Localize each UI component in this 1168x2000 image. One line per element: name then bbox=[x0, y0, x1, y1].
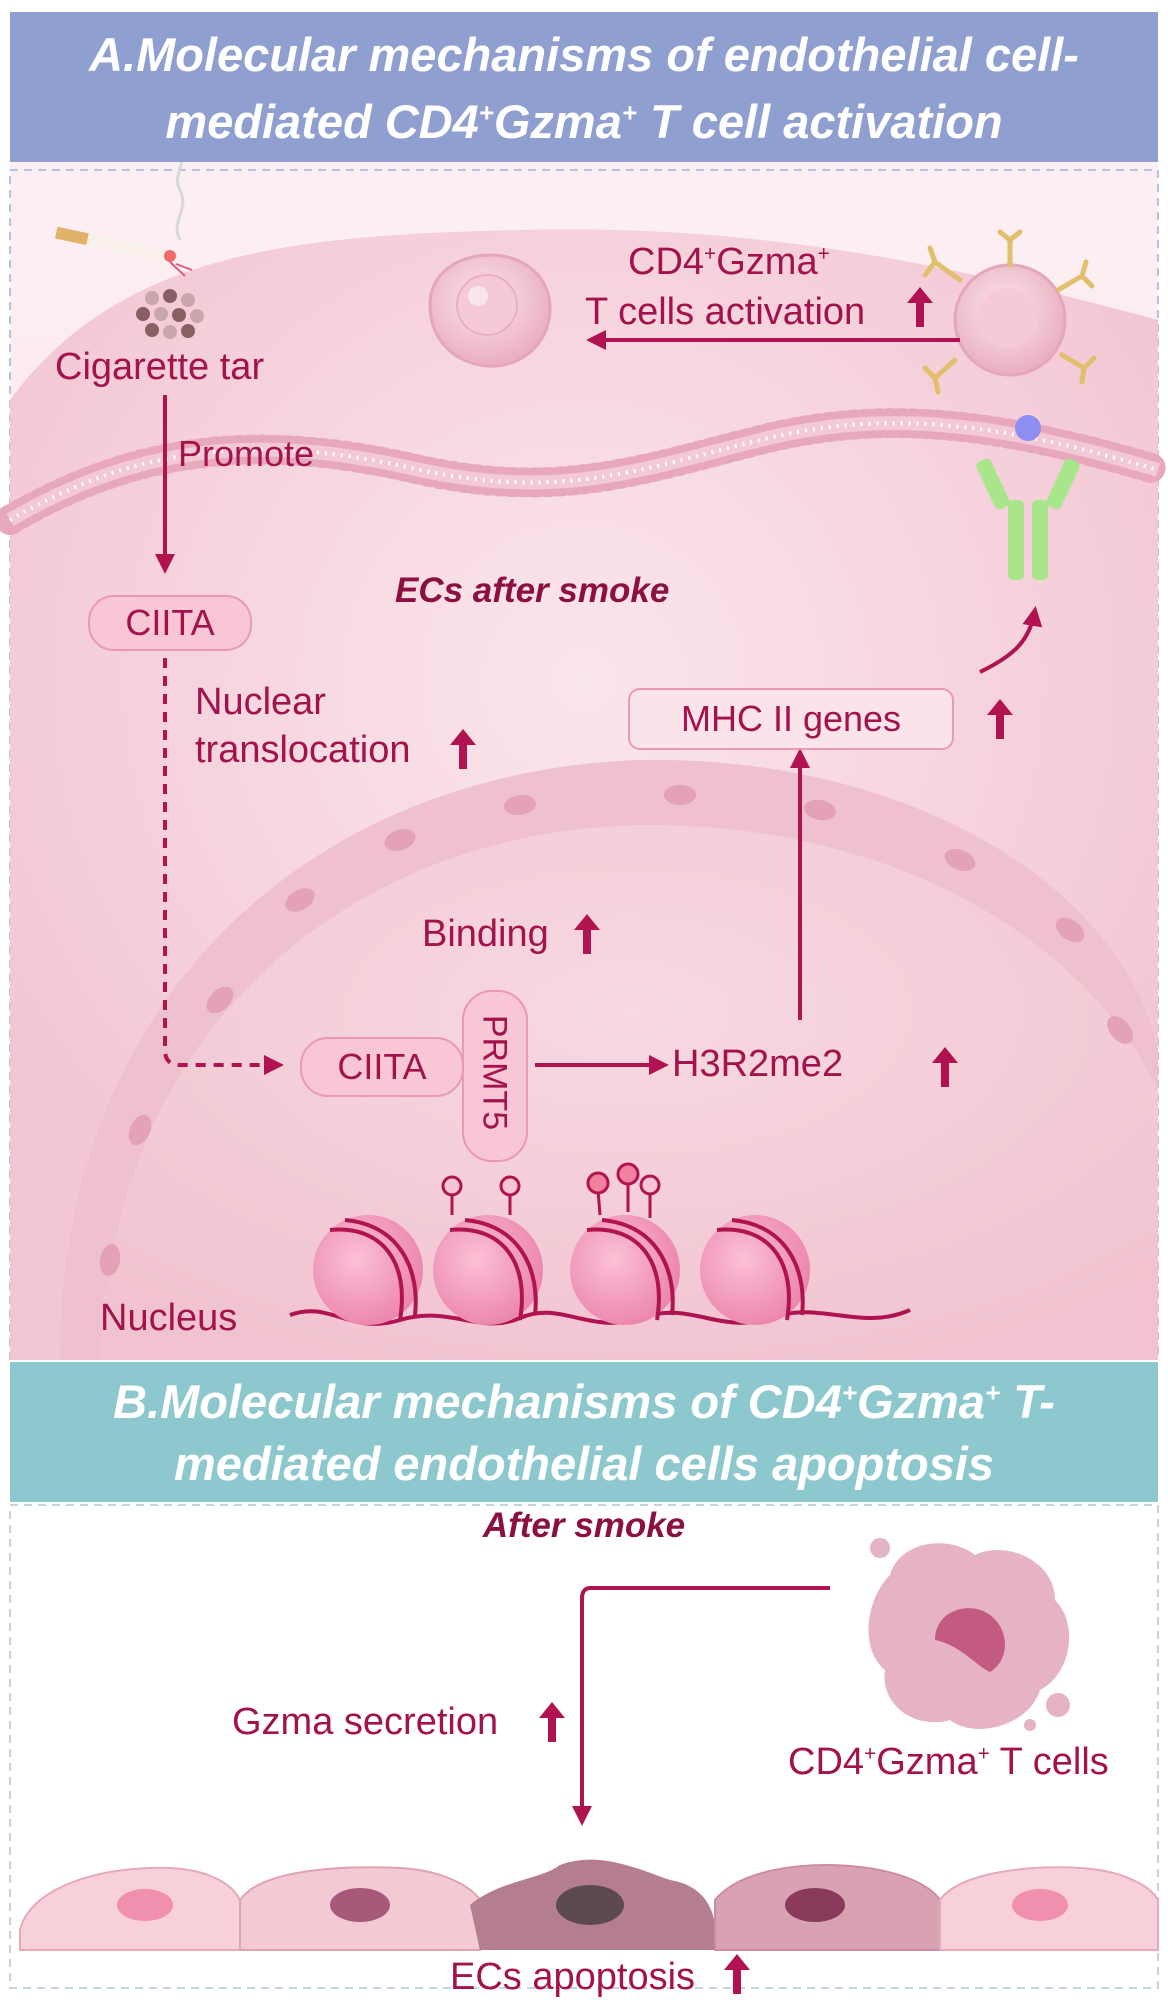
ciita-nuclear-box: CIITA bbox=[300, 1037, 464, 1097]
panel-b-title-line2: mediated endothelial cells apoptosis bbox=[173, 1437, 995, 1490]
endothelial-cell-icon bbox=[19, 1859, 1159, 1951]
up-arrow-icon-gzma-secretion bbox=[539, 1702, 565, 1742]
panel-a-title-line2: mediated CD4+Gzma+ T cell activation bbox=[165, 95, 1003, 148]
t-cell-icon bbox=[428, 253, 552, 368]
activated-t-cell-icon bbox=[922, 229, 1097, 395]
cd4-gzma-t-cells-label: CD4+Gzma+ T cells bbox=[788, 1741, 1109, 1783]
up-arrow-icon-h3r2me2 bbox=[932, 1047, 958, 1087]
cigarette-tar-label: Cigarette tar bbox=[55, 346, 265, 388]
apoptotic-cell-icon bbox=[868, 1538, 1070, 1731]
nuclear-pores bbox=[99, 785, 1133, 1276]
mhc-genes-box: MHC II genes bbox=[628, 688, 954, 750]
ecs-apoptosis-label: ECs apoptosis bbox=[450, 1956, 696, 1998]
mhc-receptor-icon bbox=[976, 415, 1080, 580]
h3r2me2-label: H3R2me2 bbox=[672, 1043, 844, 1085]
cell-membrane-tails bbox=[8, 421, 1159, 522]
up-arrow-icon-binding bbox=[574, 914, 600, 954]
nucleus-label: Nucleus bbox=[100, 1297, 238, 1339]
nuclear-label: Nuclear bbox=[195, 681, 326, 723]
panel-b-title-bar bbox=[10, 1362, 1158, 1502]
after-smoke-label: After smoke bbox=[482, 1506, 686, 1545]
ecs-after-smoke-label: ECs after smoke bbox=[395, 571, 670, 610]
cigarette-icon bbox=[54, 151, 193, 277]
up-arrow-icon-apoptosis bbox=[724, 1954, 750, 1994]
panel-a-title-bar bbox=[10, 12, 1158, 162]
up-arrow-icon-mhc bbox=[987, 699, 1013, 739]
prmt5-box bbox=[462, 990, 528, 1162]
t-cells-activation-label: T cells activation bbox=[585, 291, 866, 333]
gzma-secretion-label: Gzma secretion bbox=[232, 1701, 499, 1743]
translocation-label: translocation bbox=[195, 729, 411, 771]
tar-particles-icon bbox=[136, 289, 204, 339]
cd4-gzma-label: CD4+Gzma+ bbox=[628, 241, 830, 283]
panel-b-dashed-border bbox=[9, 1504, 1159, 1989]
promote-label: Promote bbox=[178, 433, 315, 474]
binding-label: Binding bbox=[422, 913, 549, 955]
up-arrow-icon-activation bbox=[907, 287, 933, 327]
prmt5-label: PRMT5 bbox=[475, 1014, 514, 1131]
ciita-cytoplasm-box: CIITA bbox=[88, 595, 252, 651]
nucleosome-icon bbox=[289, 1162, 911, 1326]
arrow-gzma-secretion bbox=[572, 1586, 830, 1826]
panel-a-title-line1: A.Molecular mechanisms of endothelial ce… bbox=[89, 28, 1079, 81]
pathway-arrows bbox=[155, 330, 1043, 1075]
arrow-to-receptor bbox=[979, 606, 1043, 674]
up-arrow-icon-translocation bbox=[450, 729, 476, 769]
arrow-nuclear-translocation bbox=[163, 640, 284, 1075]
panel-b-title-line1: B.Molecular mechanisms of CD4+Gzma+ T- bbox=[113, 1375, 1055, 1428]
